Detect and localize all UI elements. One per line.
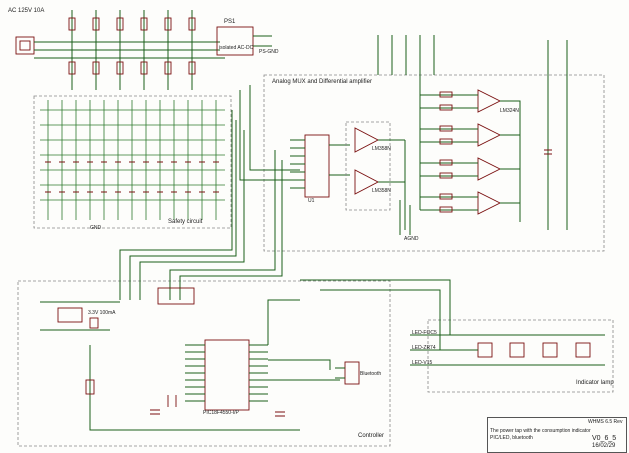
title-block-subtitle: PIC/LED, bluetooth	[490, 435, 533, 441]
title-block: WHMS 6.5 Rev The power tap with the cons…	[487, 417, 627, 453]
led-drivers	[477, 342, 591, 358]
safety-section-title: Safety circuit	[168, 219, 203, 225]
header-connector	[157, 287, 195, 305]
mux-label: U1	[308, 198, 315, 204]
led-bot-label: LED-V15	[412, 360, 433, 366]
title-block-date: 16/02/29	[592, 443, 616, 449]
mcu-chip	[204, 339, 250, 411]
ac-inlet-label: AC 125V 10A	[8, 8, 45, 14]
controller-frame	[17, 280, 391, 447]
ps-gnd-label: PS-GND	[259, 49, 279, 55]
top-resistor-array	[68, 10, 196, 90]
controller-section-title: Controller	[358, 433, 385, 439]
title-block-name: WHMS 6.5 Rev	[588, 419, 623, 425]
ps-module-label: isolated AC-DC	[219, 45, 254, 51]
regulator-label: 3.3V 100mA	[88, 310, 116, 316]
led-mid-label: LED-ZR74	[412, 345, 436, 351]
safety-frame	[33, 95, 232, 229]
led-top-label: LED-FOC5	[412, 330, 437, 336]
opamp-b-label: LM358N	[372, 188, 391, 194]
safety-grid	[40, 100, 225, 220]
ps-label: PS1	[224, 19, 236, 25]
opamp-lm324-array	[477, 89, 502, 215]
analog-section-title: Analog MUX and Differential amplifier	[272, 79, 372, 85]
title-block-description: The power tap with the consumption indic…	[490, 428, 591, 434]
opamp-a-label: LM358N	[372, 146, 391, 152]
indicator-frame	[427, 319, 614, 393]
regulator	[57, 307, 83, 323]
mux-chip	[304, 134, 330, 198]
opamp-lm358-a	[354, 127, 379, 153]
opamp-c-label: LM324N	[500, 108, 519, 114]
ac-inlet-symbol	[15, 36, 35, 55]
analog-resistors	[439, 91, 453, 213]
bluetooth-label: Bluetooth	[360, 371, 382, 377]
opamp-lm358-b	[354, 169, 379, 195]
title-block-version: V0_6_5	[592, 435, 617, 442]
power-supply-block	[216, 26, 254, 56]
mcu-label: PIC18F4550-I/P	[203, 410, 239, 416]
agnd-label: AGND	[404, 236, 419, 242]
indicator-section-title: Indicator lamp	[576, 380, 614, 386]
gnd-label: GND	[90, 225, 102, 231]
bluetooth-module-symbol	[344, 361, 360, 385]
